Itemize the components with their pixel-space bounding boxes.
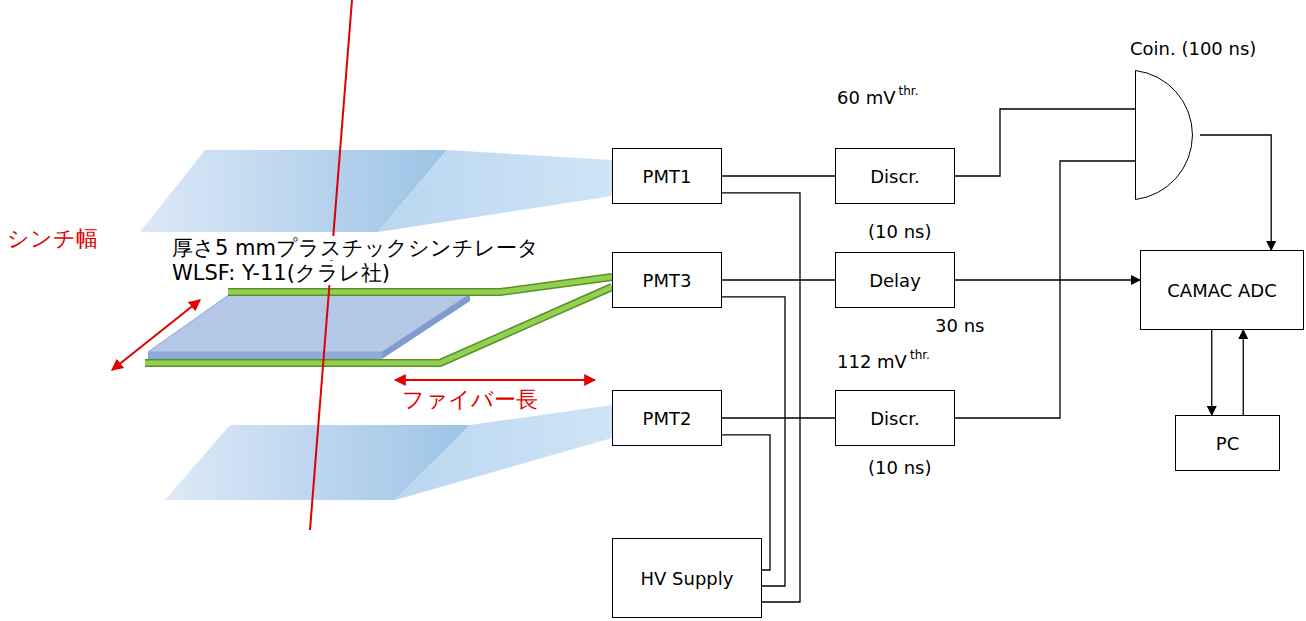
box-label: PC <box>1216 433 1239 454</box>
pmt-box: PMT3 <box>612 252 722 308</box>
box-label: PMT3 <box>643 270 692 291</box>
signal-wire <box>955 109 1135 176</box>
wls-fiber <box>145 287 612 363</box>
signal-wire <box>1200 135 1271 250</box>
dimension-label: シンチ幅 <box>5 226 100 251</box>
and-gate: Coin. (100 ns) <box>1135 70 1200 200</box>
box-label: HV Supply <box>641 568 734 589</box>
pmt-box: PMT1 <box>612 148 722 204</box>
threshold-superscript: thr. <box>896 85 920 99</box>
pc-box: PC <box>1175 415 1280 471</box>
middle-scintillator-side <box>382 294 470 359</box>
box-label: CAMAC ADC <box>1167 280 1276 301</box>
discriminator-box: Discr. <box>835 390 955 446</box>
signal-wire <box>955 161 1135 418</box>
signal-wire <box>722 279 835 280</box>
fiber-length-arrow <box>395 379 595 381</box>
delay-label: 30 ns <box>933 316 986 337</box>
box-label: Discr. <box>870 166 920 187</box>
delay-box: Delay <box>835 252 955 308</box>
discriminator-box: Discr. <box>835 148 955 204</box>
box-label: Discr. <box>870 408 920 429</box>
pmt-box: PMT2 <box>612 390 722 446</box>
scintillator-note: 厚さ5 mmプラスチックシンチレータ <box>170 236 541 260</box>
box-label: PMT1 <box>643 166 692 187</box>
signal-wire <box>1211 330 1212 415</box>
threshold-label: 112 mV <box>835 352 909 373</box>
wls-fiber-outline <box>145 287 612 363</box>
width-arrow <box>112 300 200 370</box>
box-label: Coin. (100 ns) <box>1130 38 1256 59</box>
and-gate-shape <box>1135 70 1200 200</box>
bottom-light-guide <box>395 405 612 500</box>
signal-wire <box>1243 330 1244 415</box>
and-gate-outline <box>1136 71 1193 200</box>
signal-wire <box>722 417 835 418</box>
middle-scintillator-front <box>148 352 382 359</box>
width-label: (10 ns) <box>866 222 933 243</box>
threshold-superscript: thr. <box>908 349 932 363</box>
threshold-label: 60 mV <box>835 88 897 109</box>
adc-box: CAMAC ADC <box>1140 250 1304 330</box>
signal-wire <box>955 279 1140 280</box>
hv-supply-box: HV Supply <box>612 538 762 618</box>
box-label: PMT2 <box>643 408 692 429</box>
top-light-guide <box>378 150 612 232</box>
box-label: Delay <box>869 270 921 291</box>
dimension-label: ファイバー長 <box>400 387 540 412</box>
fiber-note: WLSF: Y-11(クラレ社) <box>170 261 392 285</box>
width-label: (10 ns) <box>866 458 933 479</box>
signal-wire <box>722 175 835 176</box>
